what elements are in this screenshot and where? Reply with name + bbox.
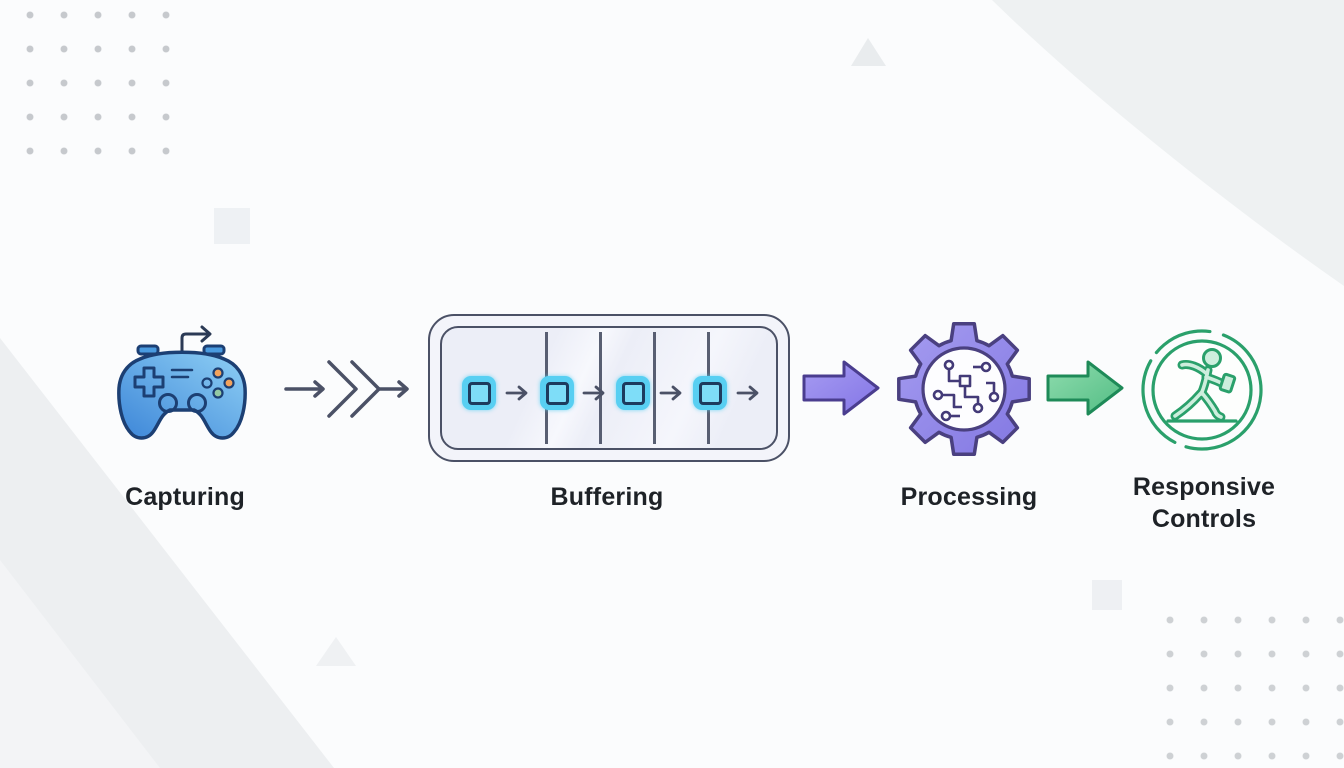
stage-label-responsive-controls: Responsive Controls	[1132, 473, 1276, 533]
corner-wave-top-right	[992, 0, 1344, 286]
buffer-frame-chip	[616, 376, 650, 410]
gear-circuit-icon	[897, 322, 1031, 456]
player-head	[1202, 348, 1222, 368]
menu-buttons	[170, 368, 194, 379]
frame-buffer-queue-icon	[428, 314, 790, 462]
frame-core	[621, 381, 645, 405]
stage-label-buffering: Buffering	[550, 483, 664, 511]
dot-grid-top-left	[13, 0, 184, 169]
square-accent-left	[214, 208, 250, 244]
game-controller-icon	[117, 325, 247, 440]
block-arrow-green	[1046, 360, 1124, 416]
circuit-traces	[932, 359, 1000, 422]
buffer-divider	[599, 332, 602, 444]
buffer-frame-chip	[462, 376, 496, 410]
triangle-accent-top	[851, 38, 886, 66]
stage-label-processing: Processing	[900, 483, 1038, 511]
player-figure	[1170, 348, 1237, 422]
frame-core	[467, 381, 491, 405]
square-accent-right	[1092, 580, 1122, 610]
frame-flow-arrow	[659, 385, 682, 401]
active-player-icon	[1141, 329, 1263, 451]
buffer-track	[440, 326, 778, 450]
buffer-frame-chip	[540, 376, 574, 410]
held-controller	[1218, 372, 1237, 394]
buffer-divider	[653, 332, 656, 444]
corner-wedge-bottom-left	[0, 338, 334, 768]
frame-flow-arrow	[582, 385, 605, 401]
controller-bumper-left	[136, 344, 160, 356]
corner-wedge-highlight	[0, 560, 160, 768]
triple-chevron-arrow	[284, 360, 409, 418]
frame-core	[545, 381, 569, 405]
capture-output-arrow	[180, 325, 212, 356]
stage-label-capturing: Capturing	[125, 483, 245, 511]
d-pad	[133, 366, 165, 398]
outer-dashed-ring	[1141, 329, 1263, 451]
dot-grid-bottom-right	[1153, 603, 1344, 761]
controller-body	[117, 350, 247, 440]
triangle-accent-bottom	[316, 637, 356, 666]
frame-flow-arrow	[736, 385, 759, 401]
frame-flow-arrow	[505, 385, 528, 401]
analog-sticks	[158, 393, 207, 413]
block-arrow-purple	[802, 360, 880, 416]
frame-core	[698, 381, 722, 405]
buffer-frame-chip	[693, 376, 727, 410]
action-buttons	[201, 367, 235, 399]
